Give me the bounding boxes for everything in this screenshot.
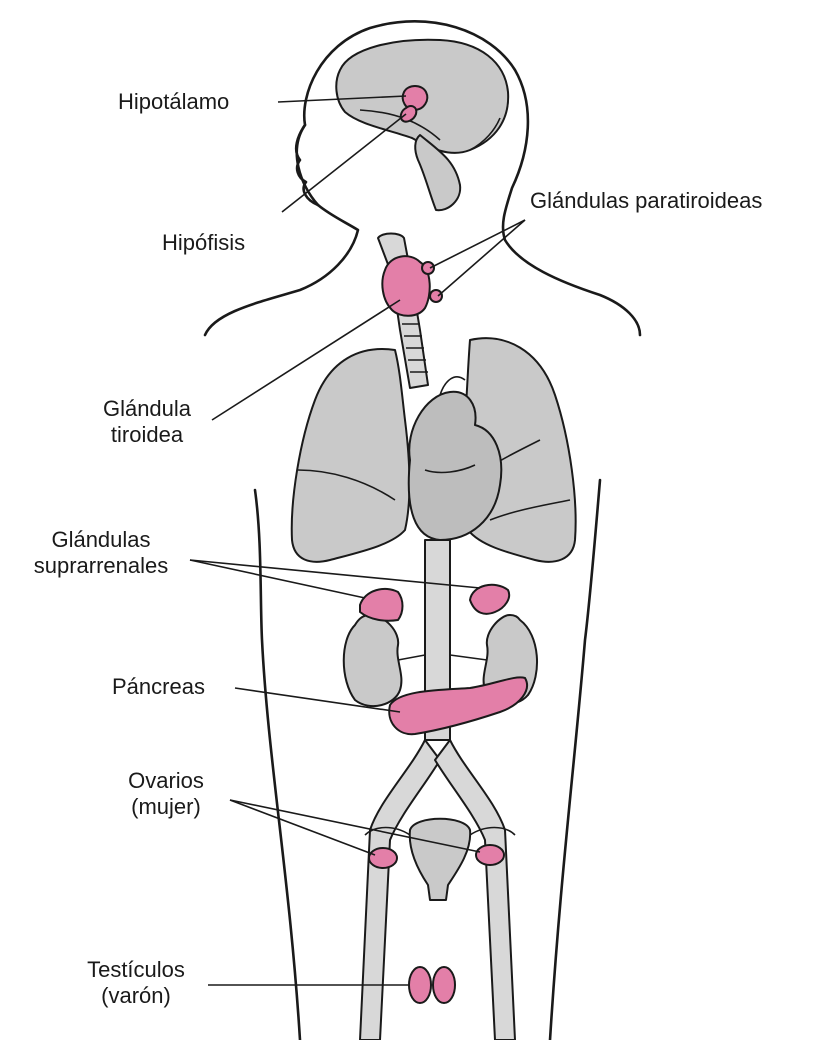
label-adrenal-line1: Glándulas: [12, 527, 190, 553]
label-thyroid-gland: Glándula tiroidea: [82, 396, 212, 448]
label-testicles: Testículos (varón): [66, 957, 206, 1009]
parathyroid-gland-2: [430, 290, 442, 302]
label-adrenal-glands: Glándulas suprarrenales: [12, 527, 190, 579]
pancreas-gland: [389, 677, 527, 734]
label-ovaries: Ovarios (mujer): [106, 768, 226, 820]
label-pituitary: Hipófisis: [162, 230, 245, 256]
label-testicles-line2: (varón): [66, 983, 206, 1009]
testicle-left: [409, 967, 431, 1003]
label-adrenal-line2: suprarrenales: [12, 553, 190, 579]
label-testicles-line1: Testículos: [66, 957, 206, 983]
testicle-right: [433, 967, 455, 1003]
label-ovaries-line1: Ovarios: [106, 768, 226, 794]
brain: [336, 40, 508, 210]
ovary-right: [476, 845, 504, 865]
label-ovaries-line2: (mujer): [106, 794, 226, 820]
label-parathyroid-glands: Glándulas paratiroideas: [530, 188, 762, 214]
label-pancreas: Páncreas: [112, 674, 205, 700]
parathyroid-gland-1: [422, 262, 434, 274]
label-thyroid-line1: Glándula: [82, 396, 212, 422]
label-hypothalamus: Hipotálamo: [118, 89, 229, 115]
label-thyroid-line2: tiroidea: [82, 422, 212, 448]
adrenal-gland-left: [360, 589, 403, 621]
ovary-left: [369, 848, 397, 868]
adrenal-gland-right: [470, 585, 509, 614]
